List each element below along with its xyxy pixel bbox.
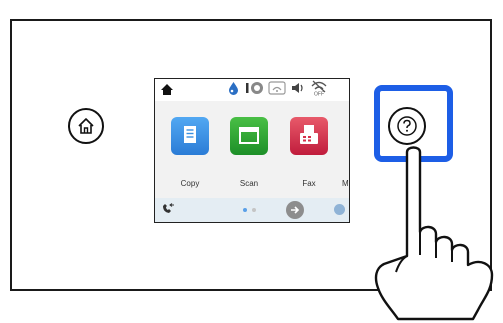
lcd-screen: OFF Copy Scan Fax M <box>154 78 350 223</box>
status-icons: OFF <box>227 82 328 98</box>
fax-app-label: Fax <box>290 179 328 188</box>
home-button[interactable] <box>68 108 104 144</box>
pointing-hand-icon <box>370 140 503 323</box>
screen-home-icon[interactable] <box>160 83 174 96</box>
scan-app-label: Scan <box>230 179 268 188</box>
fax-app-button[interactable] <box>290 117 328 155</box>
sound-icon[interactable] <box>290 81 306 100</box>
copy-app-button[interactable] <box>171 117 209 155</box>
copy-icon <box>171 117 209 155</box>
corner-menu-icon[interactable] <box>334 204 345 215</box>
page-indicator-next <box>252 208 256 212</box>
home-icon <box>76 117 96 135</box>
fax-job-status-icon[interactable] <box>161 203 175 215</box>
copy-app-label: Copy <box>171 179 209 188</box>
info-icon[interactable] <box>244 81 264 100</box>
svg-text:OFF: OFF <box>314 91 324 96</box>
screen-bottom-bar <box>155 198 349 222</box>
scan-icon <box>230 117 268 155</box>
scan-app-button[interactable] <box>230 117 268 155</box>
status-bar: OFF <box>155 79 349 101</box>
help-icon <box>396 115 418 137</box>
arrow-right-icon <box>290 205 300 215</box>
page-indicator-current <box>243 208 247 212</box>
fax-icon <box>290 117 328 155</box>
wifi-direct-icon[interactable] <box>268 81 286 100</box>
next-app-label: M <box>342 179 349 188</box>
ink-drop-icon[interactable] <box>227 81 240 100</box>
next-page-button[interactable] <box>286 201 304 219</box>
wifi-off-icon[interactable]: OFF <box>310 80 328 101</box>
